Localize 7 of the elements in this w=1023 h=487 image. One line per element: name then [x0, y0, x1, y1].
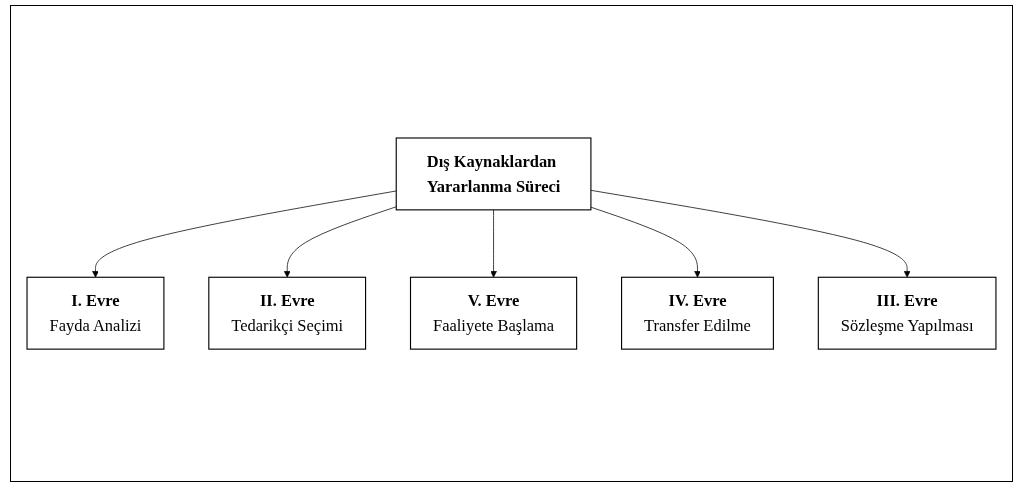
- node-box: [409, 276, 578, 350]
- node-box: [208, 276, 367, 350]
- node-box: [621, 276, 774, 350]
- flowchart-diagram: I. Evre Fayda Analizi II. Evre Tedarikçi Seçimi Dış Kaynaklardan Yararlanma Süreci V. Evre Faaliyete Başlama IV. Evre Transfer Edilme III. Evre Sözleşme Yapılması: [21, 131, 1002, 356]
- node-box: [817, 276, 997, 350]
- node-box: [26, 276, 165, 350]
- node-box: [395, 137, 592, 211]
